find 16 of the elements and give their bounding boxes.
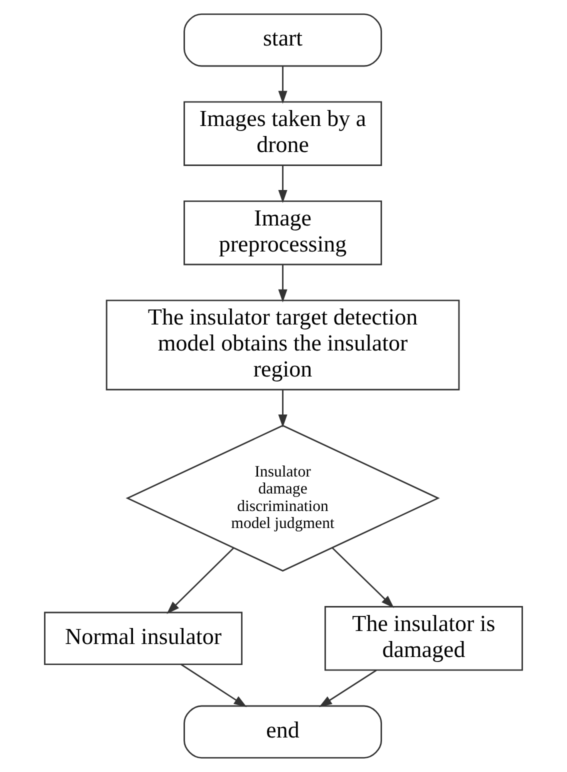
node-box: start [184,14,382,67]
node-diamond: Insulator damage discrimination model judgment [126,424,440,572]
arrow [319,670,377,708]
arrow [278,264,288,302]
node-box: Image preprocessing [184,200,382,266]
arrow [166,548,234,614]
arrow [278,390,288,428]
arrow [332,548,394,608]
node-box: The insulator is damaged [324,606,523,671]
node-box: The insulator target detection model obtains the insulator region [106,300,460,390]
arrow [180,664,247,708]
node-box: end [184,705,382,758]
node-box: Normal insulator [44,612,242,666]
arrow [278,166,288,203]
arrow [278,66,288,104]
node-box: Images taken by a drone [184,101,382,166]
